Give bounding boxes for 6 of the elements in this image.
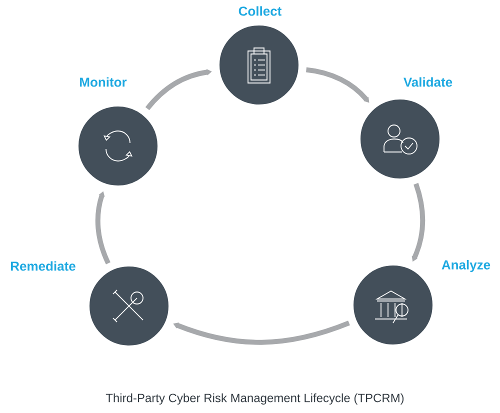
step-label: Remediate [11,261,76,271]
step-label: Analyze [442,260,490,272]
step-label: Validate [404,77,452,87]
caption: Third-Party Cyber Risk Management Lifecycle (TPCRM) [106,393,404,405]
step-label: Collect [238,6,282,16]
step-label: Monitor [80,77,127,87]
